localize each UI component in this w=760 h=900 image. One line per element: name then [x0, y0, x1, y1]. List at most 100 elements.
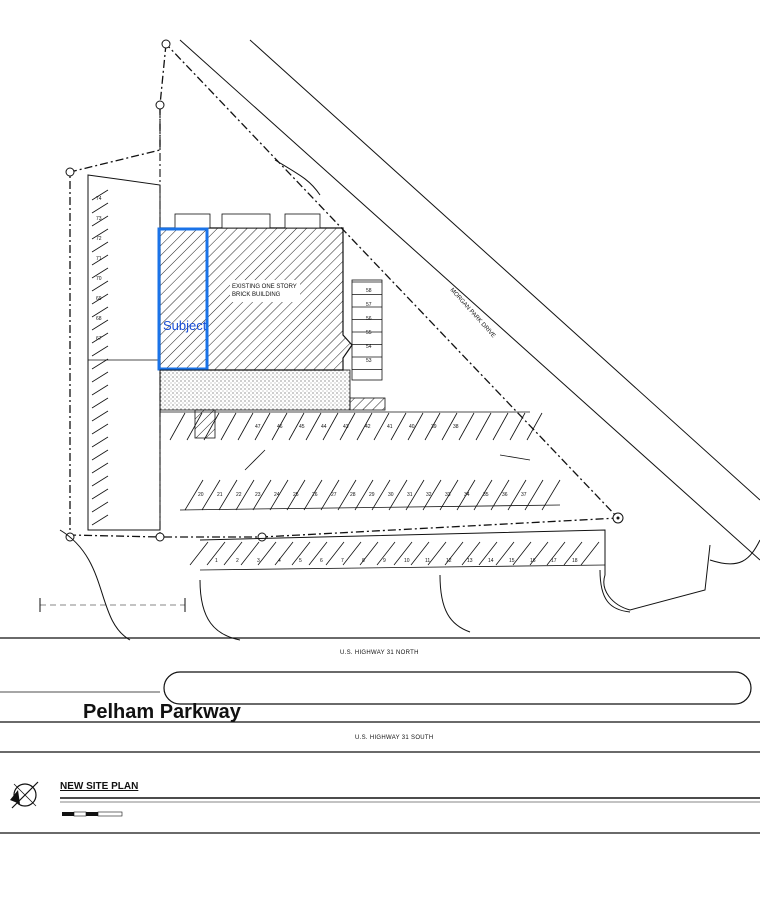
parking-stall-line [91, 254, 109, 266]
stall-number: 4 [278, 558, 281, 564]
stall-number: 30 [388, 492, 394, 498]
walkway-pad [159, 369, 351, 411]
parking-stall-line [91, 475, 109, 487]
parking-stall-line [91, 293, 109, 305]
parking-stall-line [91, 423, 109, 435]
parking-stall-line [563, 541, 583, 566]
curb-lines [39, 449, 760, 641]
parking-stall-line [393, 541, 413, 566]
stall-number: 72 [96, 236, 102, 242]
parking-stall-line [220, 412, 237, 441]
stall-number: 2 [236, 558, 239, 564]
stall-number: 29 [369, 492, 375, 498]
stall-number: 38 [453, 424, 459, 430]
parking-stall-line [91, 306, 109, 318]
stall-number: 7 [341, 558, 344, 564]
parking-stall-line [308, 541, 328, 566]
parking-stall-line [91, 228, 109, 240]
parking-stall-line [91, 501, 109, 513]
plan-title: NEW SITE PLAN [60, 781, 138, 792]
stall-number: 8 [362, 558, 365, 564]
stall-number: 16 [530, 558, 536, 564]
stall-number: 43 [343, 424, 349, 430]
parking-stall-line [507, 479, 527, 511]
parking-stall-line [91, 488, 109, 500]
parking-stall-line [490, 479, 510, 511]
stall-number: 69 [96, 296, 102, 302]
stall-number: 68 [96, 316, 102, 322]
parking-stall-line [91, 358, 109, 370]
parking-stall-line [495, 541, 515, 566]
stall-number: 25 [293, 492, 299, 498]
parking-stall-line [405, 479, 425, 511]
stall-number: 27 [331, 492, 337, 498]
stall-number: 56 [366, 316, 372, 322]
parking-stall-line [189, 541, 209, 566]
stall-number: 12 [446, 558, 452, 564]
parking-stall-line [580, 541, 600, 566]
parking-stall-line [325, 541, 345, 566]
parking-stall-line [320, 479, 340, 511]
parking-stall-line [541, 479, 561, 511]
pelham-parkway-label: Pelham Parkway [83, 701, 242, 723]
stall-number: 46 [277, 424, 283, 430]
parking-stall-line [184, 479, 204, 511]
parking-stall-line [186, 412, 203, 441]
parking-stall-line [91, 215, 109, 227]
stall-number: 33 [445, 492, 451, 498]
stall-number: 39 [431, 424, 437, 430]
stall-number: 31 [407, 492, 413, 498]
parking-stall-line [461, 541, 481, 566]
stall-number: 22 [236, 492, 242, 498]
stall-number: 26 [312, 492, 318, 498]
stall-number: 23 [255, 492, 261, 498]
stall-number: 3 [257, 558, 260, 564]
parking-stall-line [303, 479, 323, 511]
parking-stall-line [390, 412, 407, 441]
parking-stall-line [373, 412, 390, 441]
parking-stall-line [456, 479, 476, 511]
parking-stall-line [223, 541, 243, 566]
stall-number: 11 [425, 558, 430, 564]
parking-stall-line [235, 479, 255, 511]
bottom-parking-row [189, 529, 711, 611]
parking-stall-line [91, 202, 109, 214]
property-boundary [69, 43, 620, 538]
parking-stall-line [376, 541, 396, 566]
parking-stall-line [354, 479, 374, 511]
parking-stall-line [91, 436, 109, 448]
parking-stall-line [91, 189, 109, 201]
parking-stall-line [91, 410, 109, 422]
stall-number: 20 [198, 492, 204, 498]
building-label: EXISTING ONE STORY [232, 284, 297, 290]
parking-stall-line [91, 384, 109, 396]
parking-stall-line [473, 479, 493, 511]
parking-stall-line [359, 541, 379, 566]
parking-stall-line [237, 412, 254, 441]
stall-number: 74 [96, 196, 102, 202]
stall-number: 28 [350, 492, 356, 498]
stall-number: 6 [320, 558, 323, 564]
parking-stall-line [206, 541, 226, 566]
parking-stall-line [254, 412, 271, 441]
parking-stall-line [337, 479, 357, 511]
existing-building: EXISTING ONE STORY BRICK BUILDING [159, 213, 353, 371]
stall-number: 70 [96, 276, 102, 282]
highway-south-label: U.S. HIGHWAY 31 SOUTH [355, 735, 434, 741]
parking-stall-line [201, 479, 221, 511]
morgan-park-drive-label: MORGAN PARK DRIVE [449, 287, 497, 339]
stall-number: 58 [366, 288, 372, 294]
stall-number: 37 [521, 492, 527, 498]
stall-number: 57 [366, 302, 372, 308]
stall-number: 71 [96, 256, 102, 262]
parking-stall-line [288, 412, 305, 441]
parking-stall-line [422, 479, 442, 511]
parking-stall-line [269, 479, 289, 511]
parking-stall-line [444, 541, 464, 566]
parking-stall-line [526, 412, 543, 441]
stall-number: 40 [409, 424, 415, 430]
stall-number: 44 [321, 424, 327, 430]
parking-stall-line [512, 541, 532, 566]
